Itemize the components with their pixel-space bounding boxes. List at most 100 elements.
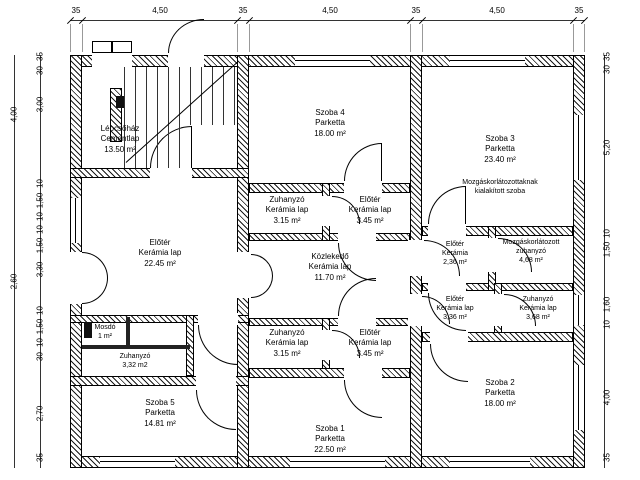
room-floor: Kerámia: [441, 250, 469, 258]
room-name: Szoba 4: [315, 108, 345, 117]
room-area: 18.00 m²: [314, 128, 346, 138]
dim-label: 35: [574, 6, 584, 15]
window: [70, 198, 82, 243]
room-label-mozgas-zuhanyzo: Mozgáskorlátozott zuhanyzó 4,68 m²: [488, 238, 574, 265]
dim-ext-line: [573, 24, 574, 52]
room-name: Előtér: [359, 328, 381, 337]
door-opening: [344, 366, 382, 380]
room-area: 14.81 m²: [144, 418, 176, 428]
room-area: 3,32 m2: [122, 362, 148, 370]
dim-line-left-inner: [40, 55, 41, 468]
window: [573, 365, 585, 430]
window: [450, 456, 530, 468]
window: [290, 456, 385, 468]
room-label-mosdo: Mosdó 1 m²: [84, 323, 126, 341]
room-area: 18.00 m²: [484, 398, 516, 408]
room-name: Zuhanyzó: [269, 195, 305, 204]
window: [573, 295, 585, 325]
door-opening: [486, 238, 498, 272]
door-swing-arc: [251, 254, 273, 276]
door-opening: [235, 252, 251, 298]
wall-washroom-right: [186, 315, 194, 376]
room-label-eloter-nagy: Előtér Kerámia lap 22.45 m²: [120, 238, 200, 269]
room-name: Szoba 1: [315, 424, 345, 433]
dim-label: 4,50: [489, 6, 505, 15]
door-swing-arc: [344, 143, 382, 181]
room-area: 22.45 m²: [144, 258, 176, 268]
dim-label: 30: [602, 65, 612, 74]
dim-label: 4,00: [602, 389, 612, 406]
dim-label: 2,70: [35, 405, 45, 422]
dim-ext-line: [422, 24, 423, 52]
dim-label: 35: [602, 453, 612, 462]
door-leaf: [465, 186, 466, 224]
room-floor: Kerámia lap: [348, 338, 392, 348]
stair-post: [116, 96, 124, 108]
room-label-lepcsohaz: Lépcsőház Cementlap 13.50 m²: [86, 124, 154, 155]
dim-label: 3,30: [35, 261, 45, 278]
wall-szoba2-top: [422, 332, 573, 342]
door-leaf: [191, 126, 192, 168]
room-name: Szoba 3: [485, 134, 515, 143]
wall-szoba1-top: [249, 368, 410, 378]
room-label-szoba4: Szoba 4 Parketta 18.00 m²: [290, 108, 370, 139]
room-name: Zuhanyzó: [119, 353, 151, 360]
room-label-eloter-jobb2: Előtér Kerámia lap 3,36 m²: [424, 295, 486, 322]
door-opening: [150, 166, 192, 180]
room-label-eloter-also: Előtér Kerámia lap 3.45 m²: [332, 328, 408, 359]
dim-label: 3,00: [35, 96, 45, 113]
dim-label: 35: [238, 6, 248, 15]
wall-mosdo-partition-h: [82, 345, 190, 349]
window: [573, 115, 585, 180]
staircase-treads: [124, 125, 182, 168]
room-label-zuhanyzo-jobb: Zuhanyzó Kerámia lap 3,68 m²: [502, 295, 574, 322]
door-swing-arc: [168, 19, 204, 53]
door-opening: [408, 294, 424, 326]
door-opening: [338, 231, 376, 243]
door-opening: [320, 330, 332, 360]
room-label-kozlekedo: Közlekedő Kerámia lap 11.70 m²: [290, 252, 370, 283]
room-name: Előtér: [445, 296, 465, 303]
room-area: 23.40 m²: [484, 154, 516, 164]
room-floor: Parketta: [145, 408, 175, 418]
entrance-opening: [168, 53, 204, 69]
room-area: 4,68 m²: [519, 257, 543, 265]
room-area: 3,68 m²: [526, 314, 550, 322]
door-opening: [198, 313, 238, 325]
room-area: 3.45 m²: [356, 348, 384, 358]
staircase-treads: [124, 67, 237, 125]
room-floor: Kerámia lap: [265, 205, 309, 215]
door-opening: [344, 181, 382, 195]
dim-label: 4,50: [322, 6, 338, 15]
door-swing-arc: [198, 325, 238, 365]
wall-szoba3-bottom: [422, 226, 573, 236]
door-leaf: [381, 143, 382, 181]
room-name: Közlekedő: [311, 252, 349, 261]
window: [295, 55, 370, 67]
dim-label: 30: [35, 352, 45, 361]
room-area: 11.70 m²: [314, 272, 346, 282]
wall-mosdo-partition-v: [126, 317, 130, 347]
window: [100, 456, 175, 468]
room-label-zuhanyzo-also: Zuhanyzó Kerámia lap 3.15 m²: [252, 328, 322, 359]
room-name: Lépcsőház: [100, 124, 140, 133]
dim-label: 2,60: [9, 273, 19, 290]
dim-label: 4,00: [9, 106, 19, 123]
door-opening: [492, 294, 504, 326]
room-area: 3,36 m²: [443, 314, 467, 322]
dim-ext-line: [249, 24, 250, 52]
room-note-line: kialakított szoba: [474, 188, 526, 196]
door-opening: [68, 252, 84, 304]
room-floor: Cementlap: [100, 134, 140, 144]
room-name: Zuhanyzó: [522, 296, 554, 303]
room-name: Előtér: [359, 195, 381, 204]
door-opening: [430, 330, 468, 344]
dim-label: 5,20: [602, 139, 612, 156]
room-name: Zuhanyzó: [269, 328, 305, 337]
room-name: Előtér: [445, 241, 465, 248]
door-opening: [428, 224, 466, 238]
room-floor: Kerámia lap: [308, 262, 352, 272]
room-name: zuhanyzó: [516, 248, 546, 256]
door-swing-arc: [251, 276, 273, 298]
room-floor: Kerámia lap: [436, 305, 474, 313]
